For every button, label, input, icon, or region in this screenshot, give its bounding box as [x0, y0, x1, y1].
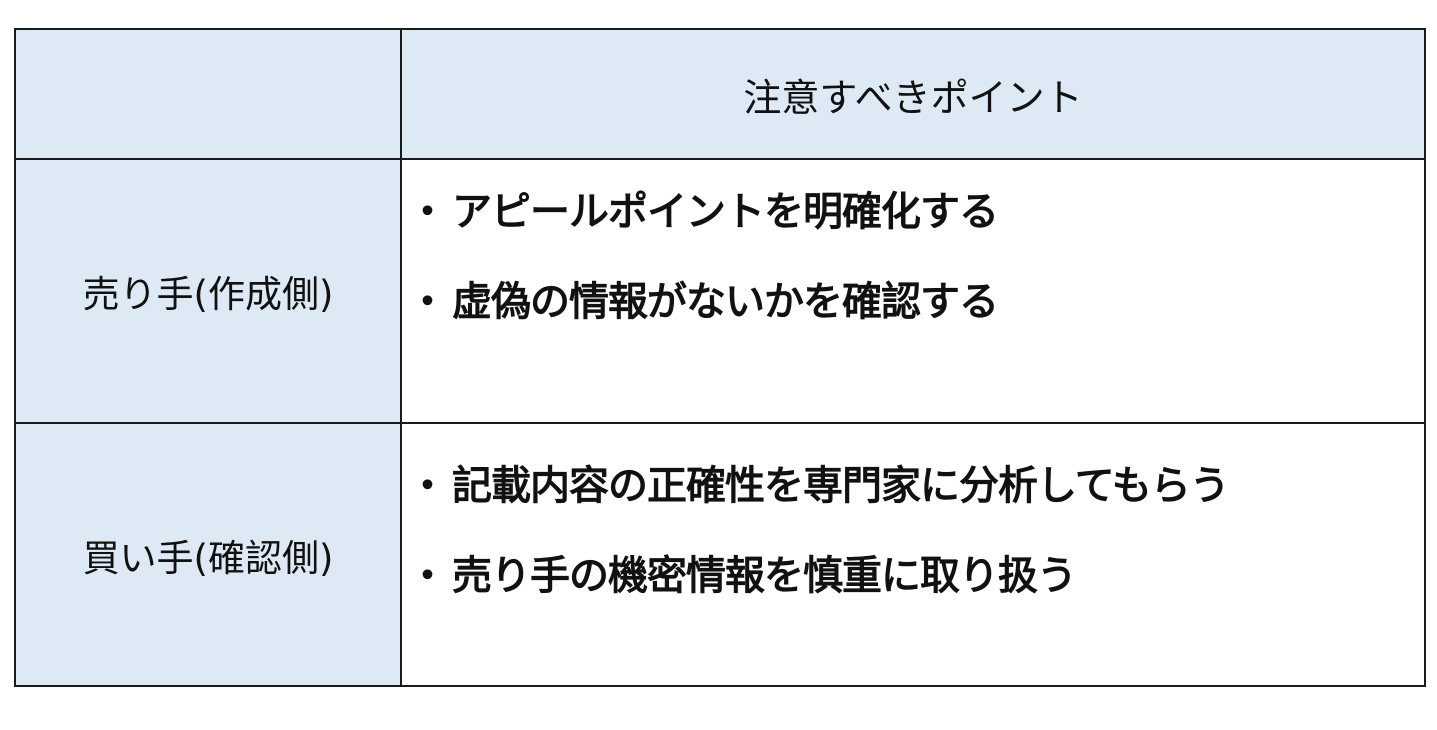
- list-item: ・記載内容の正確性を専門家に分析してもらう: [402, 464, 1424, 508]
- point-text: 記載内容の正確性を専門家に分析してもらう: [452, 463, 1230, 509]
- point-text: 売り手の機密情報を慎重に取り扱う: [452, 553, 1077, 599]
- point-text: アピールポイントを明確化する: [452, 189, 999, 235]
- row-content-buyer: ・記載内容の正確性を専門家に分析してもらう ・売り手の機密情報を慎重に取り扱う: [400, 422, 1426, 687]
- bullet-icon: ・: [407, 463, 448, 509]
- bullet-list: ・アピールポイントを明確化する ・虚偽の情報がないかを確認する: [402, 160, 1424, 324]
- point-text: 虚偽の情報がないかを確認する: [452, 279, 999, 325]
- bullet-list: ・記載内容の正確性を専門家に分析してもらう ・売り手の機密情報を慎重に取り扱う: [402, 424, 1424, 598]
- header-title: 注意すべきポイント: [400, 28, 1426, 160]
- header-row: 注意すべきポイント: [14, 28, 1426, 160]
- row-content-seller: ・アピールポイントを明確化する ・虚偽の情報がないかを確認する: [400, 158, 1426, 424]
- bullet-icon: ・: [407, 189, 448, 235]
- list-item: ・アピールポイントを明確化する: [402, 190, 1424, 234]
- header-corner-cell: [14, 28, 402, 160]
- row-label-buyer: 買い手(確認側): [14, 422, 402, 687]
- points-table: 注意すべきポイント 売り手(作成側) ・アピールポイントを明確化する ・虚偽の情…: [14, 28, 1426, 687]
- table-row-buyer: 買い手(確認側) ・記載内容の正確性を専門家に分析してもらう ・売り手の機密情報…: [14, 422, 1426, 687]
- list-item: ・売り手の機密情報を慎重に取り扱う: [402, 554, 1424, 598]
- bullet-icon: ・: [407, 279, 448, 325]
- row-label-seller: 売り手(作成側): [14, 158, 402, 424]
- table-row-seller: 売り手(作成側) ・アピールポイントを明確化する ・虚偽の情報がないかを確認する: [14, 158, 1426, 424]
- bullet-icon: ・: [407, 553, 448, 599]
- list-item: ・虚偽の情報がないかを確認する: [402, 280, 1424, 324]
